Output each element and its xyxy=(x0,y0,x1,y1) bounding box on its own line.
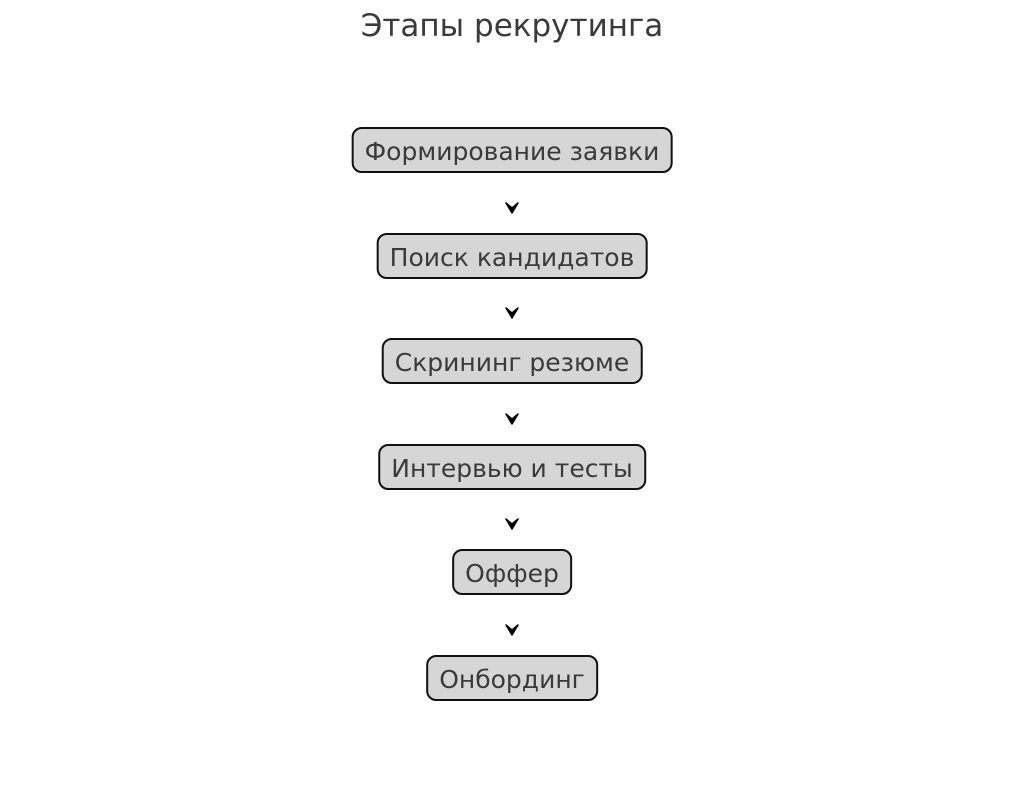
arrow-down-icon xyxy=(505,624,519,636)
arrow-down-icon xyxy=(505,518,519,530)
step-box-2: Поиск кандидатов xyxy=(376,233,648,279)
arrow-down-icon xyxy=(505,307,519,319)
step-box-4: Интервью и тесты xyxy=(378,444,646,490)
step-box-1: Формирование заявки xyxy=(351,127,673,173)
arrow-down-icon xyxy=(505,413,519,425)
arrow-down-icon xyxy=(505,202,519,214)
step-box-5: Оффер xyxy=(452,549,572,595)
step-box-6: Онбординг xyxy=(426,655,598,701)
step-box-3: Скрининг резюме xyxy=(381,338,643,384)
diagram-title: Этапы рекрутинга xyxy=(360,8,664,44)
